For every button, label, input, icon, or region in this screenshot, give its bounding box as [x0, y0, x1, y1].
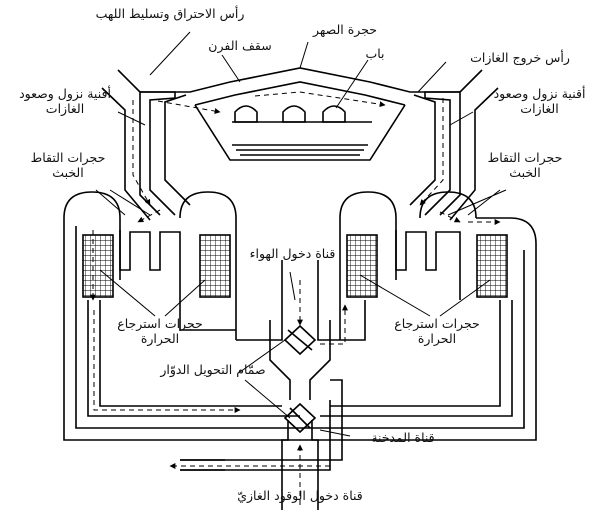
- left-regenerator-checker-1: [82, 234, 114, 298]
- label-regenerators-right: حجرات استرجاع الحرارة: [394, 316, 480, 346]
- label-gas-channels-left: أقنية نزول وصعود الغازات: [19, 86, 111, 116]
- door-center: [282, 105, 306, 123]
- label-slag-chambers-left: حجرات التقاط الخبث: [30, 150, 106, 180]
- label-combustion-head: رأس الاحتراق وتسليط اللهب: [95, 6, 245, 21]
- chimney-outlet: [180, 459, 225, 471]
- right-regenerator-block: [320, 191, 537, 441]
- flow-arrows: [90, 91, 501, 505]
- central-ducts: [180, 260, 343, 510]
- label-fuel-gas-inlet: قناة دخول الوقود الغازيّ: [237, 488, 363, 503]
- rotary-valve-upper: [283, 324, 317, 356]
- door-right: [322, 105, 346, 123]
- rotary-valve-lower: [283, 402, 317, 434]
- label-air-inlet: قناة دخول الهواء: [249, 246, 336, 261]
- door-left: [234, 105, 258, 123]
- right-gas-channels: [409, 69, 499, 221]
- leader-lines: [95, 31, 507, 437]
- left-regenerator-checker-2: [199, 234, 231, 298]
- label-door: باب: [365, 46, 385, 61]
- label-regenerators-left: حجرات استرجاع الحرارة: [117, 316, 203, 346]
- label-rotary-valve: صمّام التحويل الدوّار: [160, 362, 266, 377]
- right-regenerator-checker-2: [476, 234, 508, 298]
- left-regenerator-block: [63, 191, 455, 441]
- label-melting-chamber: حجرة الصهر: [313, 22, 377, 37]
- right-regenerator-checker-1: [346, 234, 378, 298]
- melting-chamber: [140, 67, 460, 161]
- label-gas-exit-head: رأس خروج الغازات: [470, 50, 570, 65]
- label-gas-channels-right: أقنية نزول وصعود الغازات: [493, 86, 586, 116]
- label-slag-chambers-right: حجرات التقاط الخبث: [487, 150, 563, 180]
- label-furnace-roof: سقف الفرن: [208, 38, 272, 53]
- label-chimney-channel: قناة المدخنة: [371, 430, 435, 445]
